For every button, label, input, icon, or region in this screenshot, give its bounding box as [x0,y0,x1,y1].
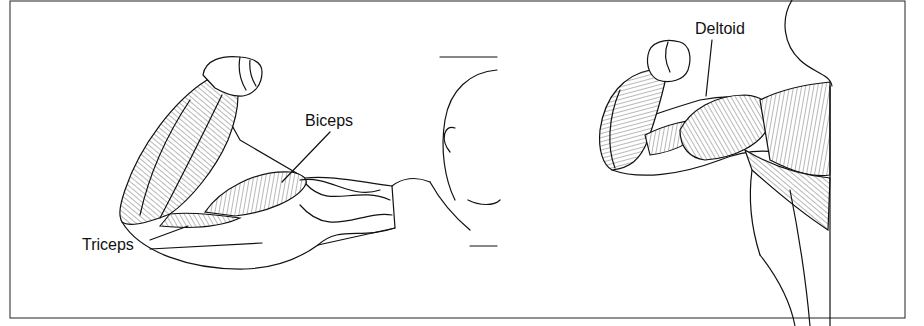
part-label: Deltoid [695,20,745,38]
part-label: Biceps [305,112,353,130]
front-arm-drawing [120,57,500,269]
back-arm-drawing [600,0,832,326]
part-label: Triceps [82,236,134,254]
